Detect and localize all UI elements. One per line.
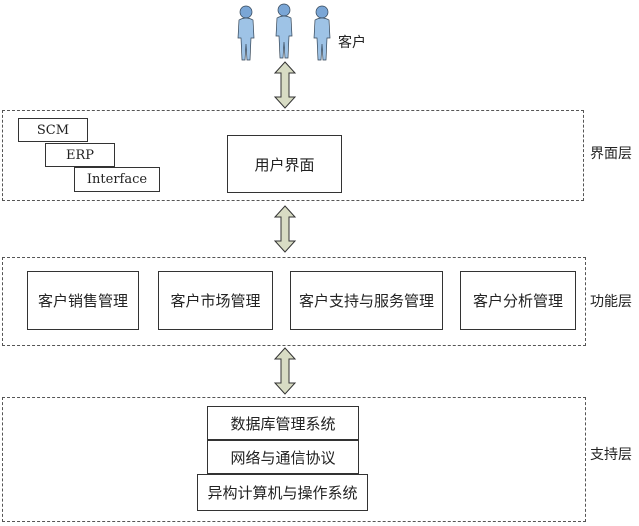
erp-box: ERP	[45, 143, 115, 167]
scm-box: SCM	[18, 118, 88, 142]
interface-layer-label: 界面层	[590, 146, 632, 162]
module-sales-box: 客户销售管理	[27, 271, 139, 330]
module-support-box: 客户支持与服务管理	[290, 271, 443, 330]
person-icon	[313, 5, 331, 61]
stack-network-box: 网络与通信协议	[207, 440, 359, 474]
person-icon	[275, 3, 293, 59]
support-layer-label: 支持层	[590, 447, 632, 463]
customer-label: 客户	[338, 35, 366, 51]
function-layer	[2, 257, 586, 346]
interface-box: Interface	[74, 167, 160, 192]
function-layer-label: 功能层	[590, 294, 632, 310]
double-arrow-icon	[273, 347, 297, 395]
stack-os-box: 异构计算机与操作系统	[197, 474, 368, 511]
double-arrow-icon	[273, 61, 297, 109]
module-analysis-box: 客户分析管理	[460, 271, 576, 330]
module-market-box: 客户市场管理	[158, 271, 273, 330]
interface-layer	[2, 110, 584, 201]
stack-database-box: 数据库管理系统	[207, 406, 359, 440]
customers	[232, 2, 342, 62]
user-interface-box: 用户界面	[227, 135, 342, 193]
double-arrow-icon	[273, 205, 297, 253]
person-icon-group	[237, 3, 331, 61]
person-icon	[237, 5, 255, 61]
support-layer	[2, 397, 586, 522]
